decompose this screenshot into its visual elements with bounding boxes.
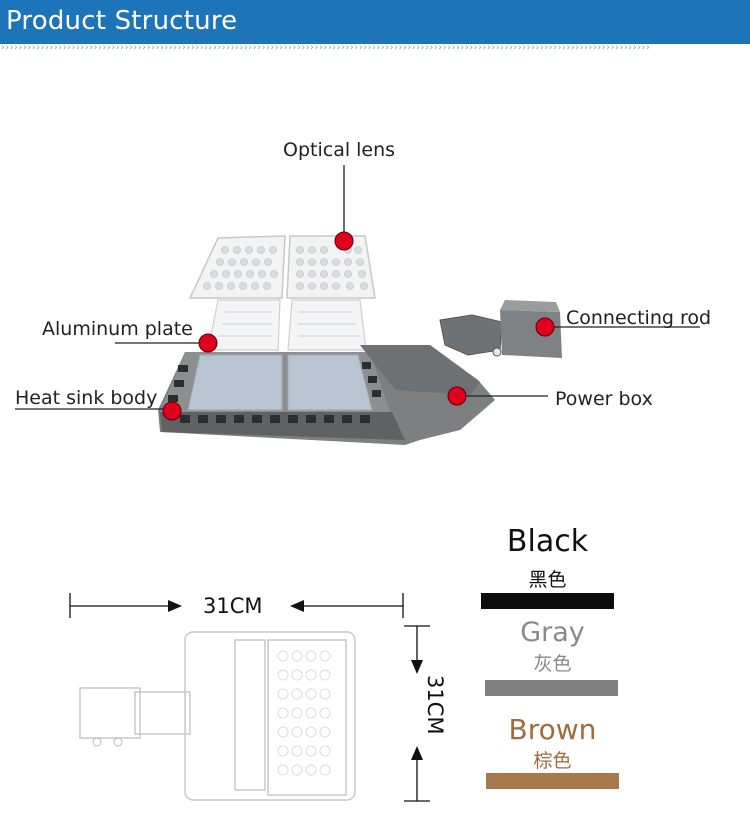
swatch-brown <box>486 773 619 789</box>
color-name-gray: Gray <box>520 617 585 648</box>
marker-heat-sink-body <box>162 401 182 421</box>
optical-lens-panels <box>188 235 376 299</box>
header-divider: ››››››››››››››››››››››››››››››››››››››››… <box>0 44 651 52</box>
swatch-gray <box>485 680 618 696</box>
leader-lines <box>15 165 700 410</box>
marker-aluminum-plate <box>198 333 218 353</box>
marker-connecting-rod <box>535 317 555 337</box>
color-cn-brown: 棕色 <box>533 750 572 772</box>
color-cn-gray: 灰色 <box>533 653 572 675</box>
label-connecting-rod: Connecting rod <box>566 307 712 329</box>
marker-optical-lens <box>334 231 354 251</box>
label-aluminum-plate: Aluminum plate <box>42 318 193 340</box>
color-cn-black: 黑色 <box>528 569 567 591</box>
dimension-width: 31CM <box>203 594 263 618</box>
aluminum-plates <box>207 299 367 351</box>
marker-power-box <box>447 386 467 406</box>
dimension-height: 31CM <box>423 675 447 735</box>
color-name-black: Black <box>506 524 589 559</box>
heat-sink-body <box>158 345 495 445</box>
color-name-brown: Brown <box>508 713 597 746</box>
swatch-black <box>481 593 614 609</box>
outline-drawing <box>79 631 356 801</box>
callout-markers <box>162 231 555 421</box>
section-header: Product Structure <box>0 0 750 44</box>
section-title: Product Structure <box>6 6 238 36</box>
dimension-arrows <box>69 593 430 802</box>
label-power-box: Power box <box>555 388 653 410</box>
label-heat-sink-body: Heat sink body <box>15 387 158 409</box>
label-optical-lens: Optical lens <box>283 139 396 161</box>
